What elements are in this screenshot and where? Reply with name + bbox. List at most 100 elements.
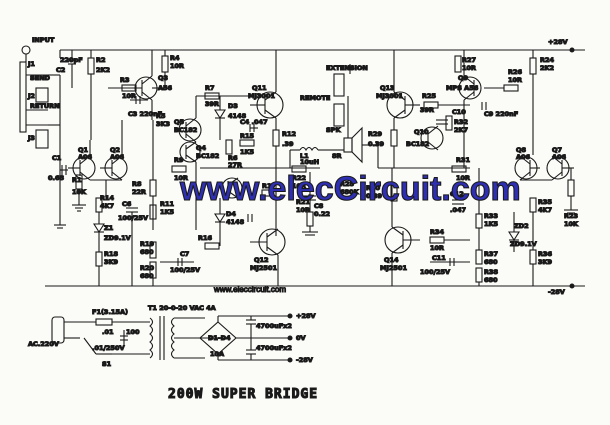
jack-j2-icon — [35, 87, 49, 103]
label-d4-value: 4148 — [226, 218, 245, 226]
label-r4-value: 10R — [170, 62, 184, 70]
label-q5: Q5 — [174, 118, 185, 126]
zener-z1-icon — [93, 223, 105, 234]
label-c11-value: 100/25V — [420, 268, 450, 276]
label-r6: R6 — [228, 154, 238, 162]
label-remote: REMOTE — [300, 94, 330, 102]
label-c2-value: 220pF — [60, 56, 83, 64]
label-r37: R37 — [484, 250, 498, 258]
label-r1-value: 10K — [72, 188, 87, 196]
diode-d3-icon — [214, 109, 226, 120]
resistor-r19 — [149, 241, 157, 259]
label-q13-type: MJ3001 — [376, 92, 403, 100]
label-s1: S1 — [102, 360, 112, 368]
label-bridge: D1-D4 — [208, 334, 231, 342]
label-q9: Q9 — [458, 74, 469, 82]
label-c8: C8 — [314, 202, 324, 210]
label-q10: Q10 — [414, 128, 429, 136]
label-r9-value: 10R — [174, 174, 188, 182]
label-r15: R15 — [240, 132, 255, 140]
label-r21: R21 — [296, 198, 311, 206]
label-c01: .01 — [102, 328, 114, 336]
resistor-r2 — [87, 57, 95, 75]
resistor-r22 — [291, 165, 307, 173]
inductor-l1-icon — [299, 146, 319, 152]
label-r12-value: .39 — [282, 140, 294, 148]
label-j3: J3 — [27, 134, 35, 142]
transistor-q4-icon — [179, 141, 201, 163]
resistor-r15 — [239, 139, 255, 147]
remote-socket-icon — [333, 103, 345, 127]
pos-rail-terminal — [569, 47, 575, 53]
label-q3: Q3 — [158, 74, 168, 82]
label-c6-value: 100/25V — [118, 214, 148, 222]
label-q8-type: A06 — [516, 153, 531, 161]
label-r37-value: 680 — [484, 258, 498, 266]
label-r2: R2 — [96, 56, 106, 64]
resistor-r37 — [475, 249, 483, 265]
resistor-r30 — [390, 184, 398, 202]
label-c100: 100 — [126, 328, 140, 336]
label-q13: Q13 — [380, 84, 395, 92]
transistor-q6-icon — [221, 177, 243, 199]
label-c2: C2 — [56, 66, 65, 74]
resistor-r16 — [204, 242, 220, 250]
label-r32-value: 2K7 — [454, 126, 468, 134]
label-r34: R34 — [430, 228, 445, 236]
label-q14: Q14 — [384, 256, 399, 264]
label-r36: R36 — [538, 250, 553, 258]
label-r29-value: 0.39 — [368, 140, 385, 148]
label-r20: R20 — [140, 264, 155, 272]
label-c12-value: .047 — [450, 206, 466, 214]
label-r20-value: 680 — [140, 272, 154, 280]
label-q14-type: MJ2501 — [380, 264, 407, 272]
label-r23-value: 10K — [564, 220, 579, 228]
label-r27-value: 10R — [462, 64, 476, 72]
jack-strip — [19, 61, 27, 133]
label-r36-value: 3K9 — [538, 258, 553, 266]
label-r28-value: 680K — [340, 188, 360, 196]
label-extension: EXTENSION — [326, 64, 368, 72]
label-spk: SPK — [326, 126, 341, 134]
resistor-r21 — [306, 211, 314, 227]
label-r4: R4 — [170, 54, 180, 62]
label-r26: R26 — [508, 68, 523, 76]
label-r8: R8 — [132, 180, 142, 188]
label-q2: Q2 — [110, 146, 120, 154]
label-r33-value: 1K5 — [484, 220, 499, 228]
mains-plug-icon — [51, 316, 65, 344]
label-r12: R12 — [282, 130, 296, 138]
label-cap-neg: 4700uFx2 — [256, 344, 292, 352]
label-cap-pos: 4700uFx2 — [256, 322, 292, 330]
label-r2-value: 2K2 — [96, 66, 110, 74]
resistor-r6 — [225, 139, 233, 155]
resistor-r4 — [161, 55, 169, 73]
resistor-r35 — [529, 197, 537, 213]
label-r30: R30 — [366, 184, 381, 192]
resistor-r17 — [261, 189, 277, 197]
label-c3: C3 220nF — [128, 110, 162, 118]
label-q2-type: A06 — [110, 153, 125, 161]
label-return: RETURN — [30, 102, 60, 110]
zener-zd2-icon — [508, 231, 520, 242]
label-bridge-current: 10A — [210, 350, 224, 358]
label-r8-value: 22R — [132, 188, 146, 196]
label-r35: R35 — [538, 198, 553, 206]
transformer-secondary — [170, 317, 175, 359]
label-supply-neg: -28V — [296, 356, 313, 364]
resistor-r38 — [475, 267, 483, 283]
label-r18-value: 3K9 — [104, 258, 119, 266]
label-r35-value: 4K7 — [538, 206, 552, 214]
label-q10-type: BC182 — [406, 140, 429, 148]
label-c10: C10 — [452, 108, 466, 116]
label-q4: Q4 — [196, 144, 207, 152]
label-c6: C6 — [122, 200, 132, 208]
neg-rail-terminal — [569, 283, 575, 289]
resistor-r29 — [390, 129, 398, 147]
label-q9-type: MPS A56 — [446, 84, 479, 92]
label-r30-value: 0.39 — [366, 192, 383, 200]
label-q8: Q8 — [516, 146, 527, 154]
label-d3: D3 — [228, 102, 238, 110]
label-r17: R17 — [262, 182, 276, 190]
label-r31: R31 — [456, 156, 471, 164]
